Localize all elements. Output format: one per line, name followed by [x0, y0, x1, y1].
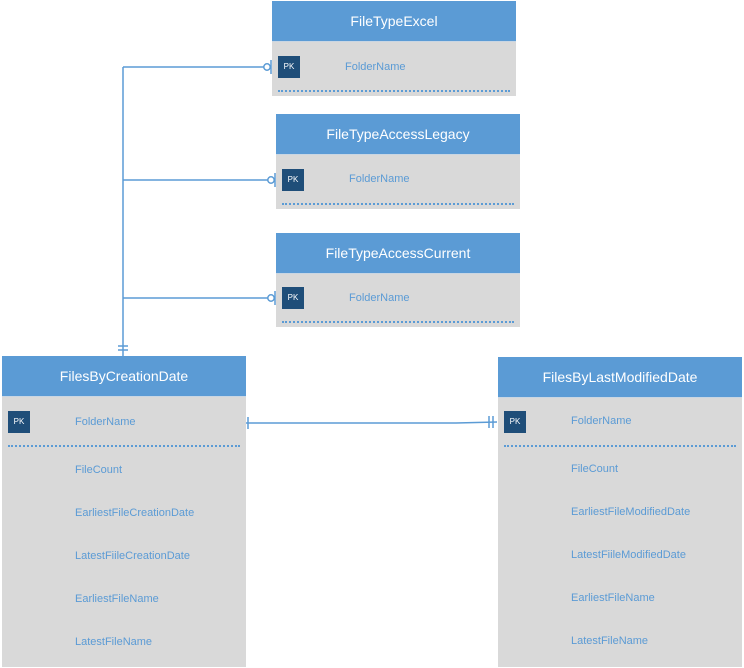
pk-field: FolderName: [349, 292, 410, 304]
field-latest-file-name: LatestFileName: [571, 635, 649, 647]
field-separator: [278, 90, 510, 92]
pk-field: FolderName: [349, 173, 410, 185]
pk-badge: PK: [282, 287, 304, 309]
field-latest-creation-date: LatestFiileCreationDate: [75, 550, 190, 562]
pk-field: FolderName: [75, 416, 136, 428]
entity-title: FileTypeAccessCurrent: [276, 233, 520, 274]
field-separator: [8, 445, 240, 447]
entity-files-by-creation-date[interactable]: FilesByCreationDate PK FolderName FileCo…: [2, 356, 246, 667]
pk-badge: PK: [278, 56, 300, 78]
pk-field: FolderName: [571, 415, 632, 427]
field-latest-modified-date: LatestFiileModifiedDate: [571, 549, 686, 561]
entity-filetype-access-legacy[interactable]: FileTypeAccessLegacy PK FolderName: [276, 114, 520, 209]
pk-badge: PK: [8, 411, 30, 433]
field-file-count: FileCount: [75, 464, 123, 476]
pk-badge: PK: [282, 169, 304, 191]
field-earliest-creation-date: EarliestFileCreationDate: [75, 507, 195, 519]
field-separator: [282, 321, 514, 323]
field-earliest-file-name: EarliestFileName: [571, 592, 655, 604]
pk-field: FolderName: [345, 61, 406, 73]
pk-badge: PK: [504, 411, 526, 433]
field-file-count: FileCount: [571, 463, 619, 475]
entity-title: FileTypeExcel: [272, 1, 516, 42]
field-separator: [504, 445, 736, 447]
entity-files-by-last-modified-date[interactable]: FilesByLastModifiedDate PK FolderName Fi…: [498, 357, 742, 667]
field-earliest-file-name: EarliestFileName: [75, 593, 159, 605]
entity-title: FilesByLastModifiedDate: [498, 357, 742, 398]
field-earliest-modified-date: EarliestFileModifiedDate: [571, 506, 691, 518]
entity-title: FilesByCreationDate: [2, 356, 246, 397]
entity-filetype-excel[interactable]: FileTypeExcel PK FolderName: [272, 1, 516, 96]
field-latest-file-name: LatestFileName: [75, 636, 153, 648]
entity-filetype-access-current[interactable]: FileTypeAccessCurrent PK FolderName: [276, 233, 520, 327]
entity-title: FileTypeAccessLegacy: [276, 114, 520, 155]
field-separator: [282, 203, 514, 205]
